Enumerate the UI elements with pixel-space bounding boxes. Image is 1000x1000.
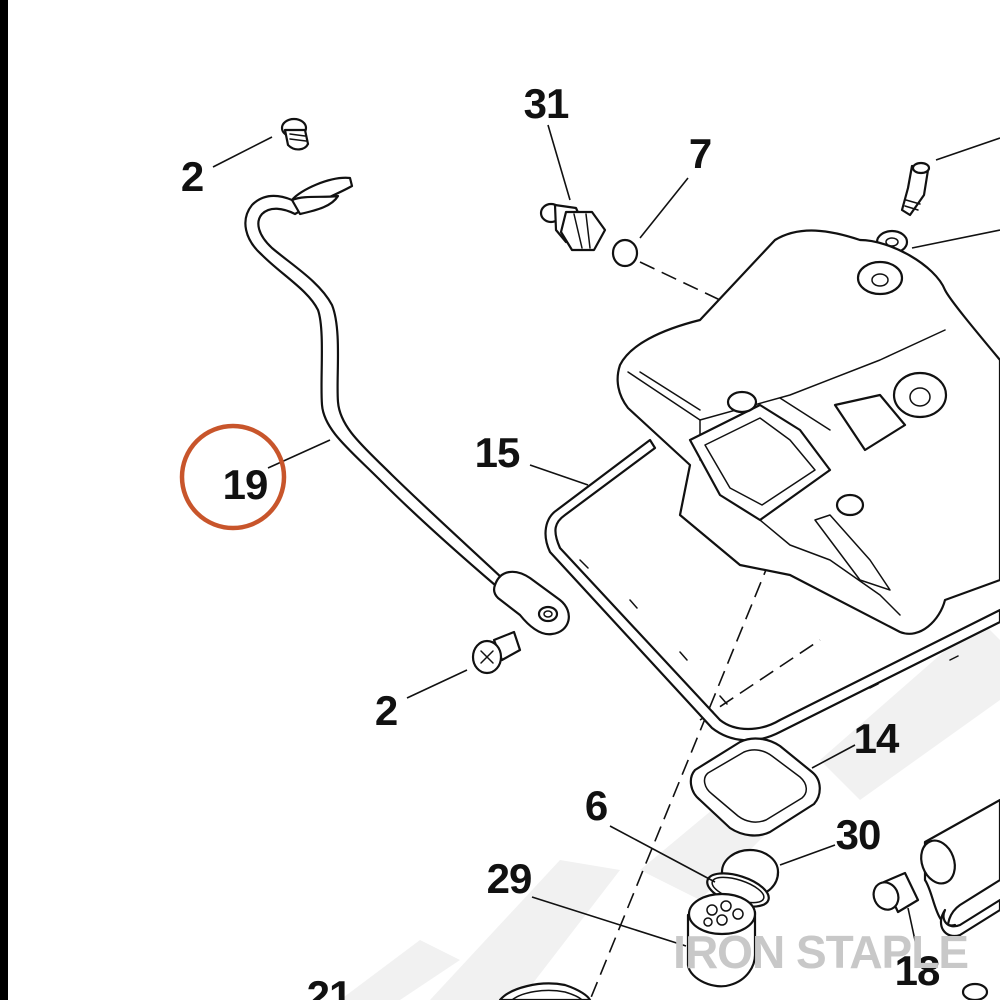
- leader-lines: [212, 124, 1000, 947]
- rocker-cover: [616, 229, 1000, 635]
- rocker-cover-bolt: [900, 161, 931, 217]
- part-18-bushing: [872, 871, 920, 914]
- callout-15: 15: [475, 429, 520, 476]
- callout-30: 30: [836, 811, 881, 858]
- bottom-cover-partial: [498, 982, 592, 1000]
- watermark-text: IRON STAPLE: [673, 926, 968, 978]
- part-7-o-ring: [611, 238, 639, 268]
- callout-31: 31: [524, 80, 569, 127]
- callout-2-top: 2: [181, 153, 203, 200]
- callout-21: 21: [307, 972, 352, 1000]
- callout-labels: 31 7 2 19 15 2 14 6 30 29 18 21: [181, 80, 941, 1000]
- part-2-fastener-bottom: [471, 630, 522, 675]
- part-15-gasket: [544, 438, 1000, 742]
- part-29-filter: [686, 892, 757, 988]
- callout-14: 14: [854, 715, 900, 762]
- callout-19: 19: [223, 461, 268, 508]
- callout-7: 7: [689, 130, 711, 177]
- callout-2-bottom: 2: [375, 687, 397, 734]
- part-14-seal: [689, 737, 821, 837]
- callout-29: 29: [487, 855, 532, 902]
- callout-6: 6: [585, 782, 607, 829]
- highlight-circle: [179, 423, 287, 531]
- part-19-breather-tube: [244, 176, 570, 636]
- part-2-fastener-top: [280, 117, 310, 151]
- left-border: [0, 0, 8, 1000]
- callout-18: 18: [895, 947, 940, 994]
- background-watermark-strokes: [340, 620, 1000, 1000]
- lower-right-housing: [920, 798, 1000, 1000]
- part-31-fitting: [539, 202, 607, 252]
